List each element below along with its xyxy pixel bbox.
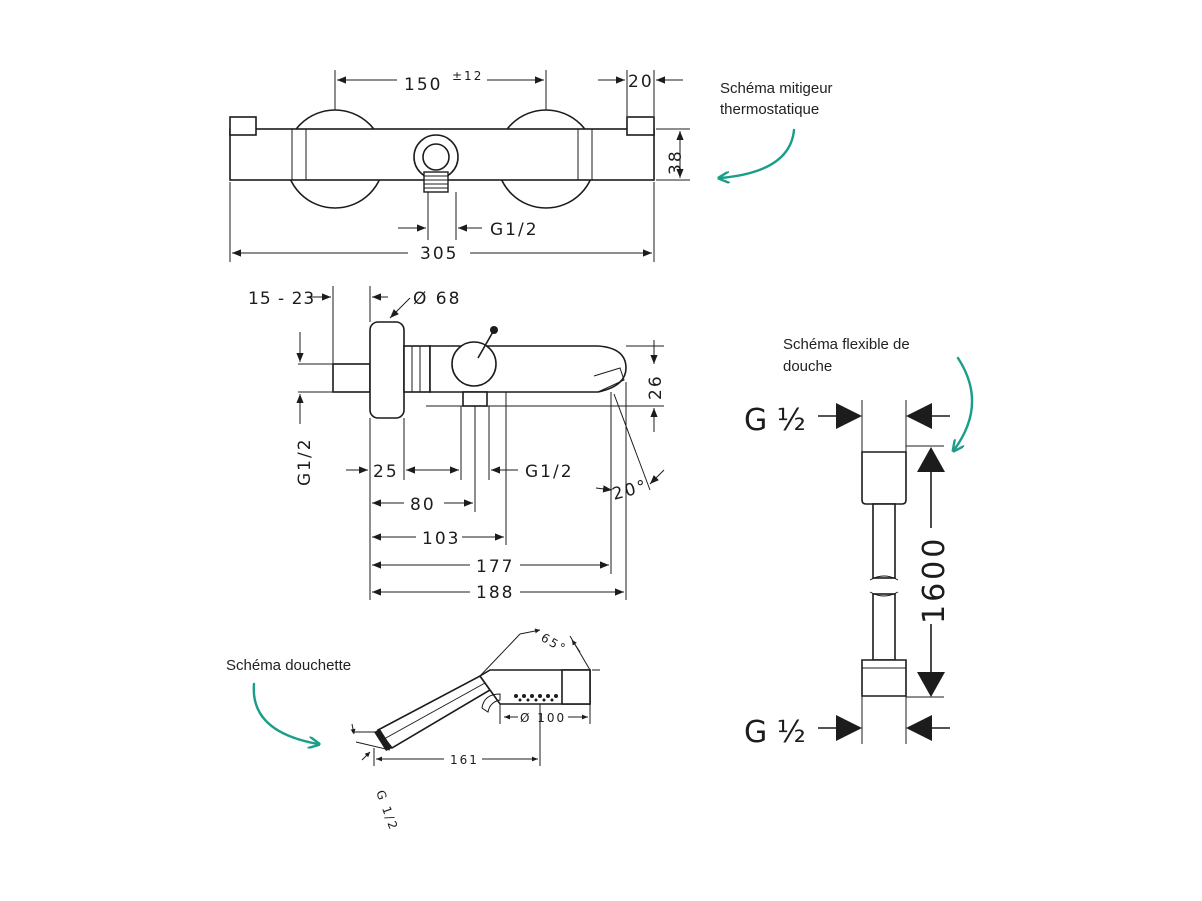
hose-labels: G ½ G ½ 1600 <box>744 403 952 750</box>
side-outlet <box>462 391 488 407</box>
hose-nut-bottom <box>861 659 907 697</box>
dim-26: 26 <box>646 374 666 400</box>
dim-38: 38 <box>666 149 686 175</box>
knob-right <box>626 116 655 136</box>
teal-arrow-handshower-icon <box>252 682 318 744</box>
spray-nozzles <box>514 694 558 702</box>
dim-angle-20: 20° <box>610 476 650 505</box>
dim-g12-handshower: G 1/2 <box>373 788 401 833</box>
dim-diameter-100: Ø 100 <box>520 711 566 725</box>
dim-161: 161 <box>450 753 479 767</box>
caption-handshower: Schéma douchette <box>226 657 351 674</box>
dim-g12-vertical: G1/2 <box>295 437 315 486</box>
thermostat-side-labels: 15 - 23 Ø 68 G1/2 25 G1/2 80 103 177 188… <box>248 289 666 603</box>
handshower-handle <box>376 674 492 750</box>
caption-thermostat: Schéma mitigeur thermostatique <box>720 80 833 118</box>
dim-25: 25 <box>373 462 399 482</box>
dim-20: 20 <box>628 72 654 92</box>
dim-tolerance: ±12 <box>452 69 483 83</box>
dim-177: 177 <box>476 557 514 577</box>
dim-diameter-68: Ø 68 <box>413 289 461 309</box>
side-rosette <box>369 321 405 419</box>
dim-188: 188 <box>476 583 514 603</box>
hose-g-top: G ½ <box>744 403 806 438</box>
thermostat-side-view <box>296 286 665 600</box>
handshower-face <box>561 669 591 705</box>
thermostat-top-labels: 150 ±12 20 38 G1/2 305 <box>404 69 686 264</box>
knob-left <box>229 116 257 136</box>
dim-150: 150 <box>404 75 442 95</box>
caption-hose: Schéma flexible de douche <box>783 336 910 375</box>
caption-hose-line2: douche <box>783 358 832 375</box>
dim-103: 103 <box>422 529 460 549</box>
hose-length-1600: 1600 <box>917 536 952 624</box>
dim-15-23: 15 - 23 <box>248 289 315 309</box>
hose-g-bottom: G ½ <box>744 715 806 750</box>
caption-thermostat-line1: Schéma mitigeur <box>720 80 833 97</box>
dim-g12-outlet: G1/2 <box>525 462 574 482</box>
side-nut <box>403 345 431 393</box>
dim-305: 305 <box>420 244 458 264</box>
hose-drawing <box>818 400 950 744</box>
side-knob <box>451 341 497 387</box>
caption-thermostat-line2: thermostatique <box>720 101 819 118</box>
caption-hose-line1: Schéma flexible de <box>783 336 910 353</box>
thermostat-top-view <box>229 70 690 262</box>
teal-arrow-hose-icon <box>954 356 974 450</box>
dim-80: 80 <box>410 495 436 515</box>
hose-lower <box>872 593 896 661</box>
caption-handshower-text: Schéma douchette <box>226 657 351 674</box>
hose-nut-top <box>861 451 907 505</box>
handshower-drawing <box>350 628 600 766</box>
dim-g12-top: G1/2 <box>490 220 539 240</box>
dim-angle-65: 65° <box>539 630 570 656</box>
teal-arrow-thermostat-icon <box>720 128 796 178</box>
side-connector <box>332 363 371 393</box>
hose-upper <box>872 503 896 579</box>
